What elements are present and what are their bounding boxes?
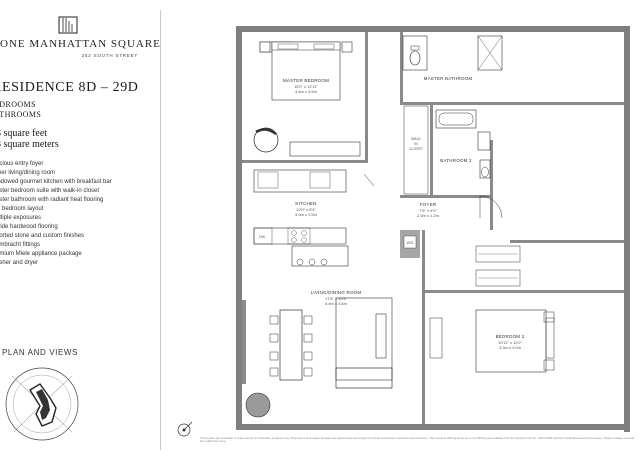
- bedroom-2-dim-ft: 10'11" x 10'0": [498, 340, 522, 345]
- area-square-meters: 3 square meters: [0, 139, 59, 150]
- feature-item: ultiple exposures: [0, 215, 42, 221]
- brand-address: 252 SOUTH STREET: [81, 53, 138, 58]
- exterior-walls: [236, 26, 630, 432]
- foyer: FOYER 7'5" x 4'0" 2.3m x 1.2m W/D: [363, 173, 503, 258]
- dishwasher-label: DW: [259, 235, 266, 239]
- kitchen: DW KITCHEN 10'0" x 8'4" 3.0m x 2.5m: [253, 169, 349, 267]
- interior-walls: [242, 32, 624, 424]
- washer-dryer-label: W/D: [407, 241, 414, 245]
- feature-item: acious entry foyer: [0, 161, 44, 167]
- walk-in-closet: WALK IN CLOSET: [403, 105, 429, 195]
- foyer-dim-ft: 7'5" x 4'0": [419, 208, 437, 213]
- bedroom-2: BEDROOM 2 10'11" x 10'0" 3.3m x 3.0m: [429, 309, 555, 373]
- living-dining-room: LIVING/DINING ROOM 17'8" x 15'3" 5.4m x …: [245, 290, 393, 418]
- info-panel: ONE MANHATTAN SQUARE 252 SOUTH STREET RE…: [0, 0, 160, 460]
- views-compass-diagram: ····· ····· ····· ·····: [5, 367, 79, 441]
- disclaimer-text: These plans are not drawn to scale and a…: [200, 436, 634, 444]
- residence-title: RESIDENCE 8D – 29D: [0, 80, 139, 95]
- feature-item: ported stone and custom finishes: [0, 233, 85, 239]
- building-logo-icon: [58, 16, 78, 34]
- kitchen-dim-ft: 10'0" x 8'4": [296, 207, 316, 212]
- foyer-dim-m: 2.3m x 1.2m: [417, 213, 440, 218]
- bedroom-2-name: BEDROOM 2: [496, 334, 525, 339]
- master-bathroom: MASTER BATHROOM: [402, 35, 503, 81]
- closet-line-2: IN: [414, 142, 418, 146]
- plan-and-views-heading: PLAN AND VIEWS: [2, 348, 78, 357]
- svg-text:·····: ·····: [7, 426, 13, 432]
- north-arrow-icon: [177, 421, 193, 437]
- feature-item: asher and dryer: [0, 260, 39, 266]
- area-square-feet: 3 square feet: [0, 128, 48, 139]
- bedroom-count: EDROOMS: [0, 100, 36, 109]
- room-count: EDROOMS ATHROOMS: [0, 100, 41, 120]
- master-bedroom: MASTER BEDROOM 15'0" x 12'11" 4.6m x 3.9…: [253, 41, 361, 157]
- bathroom-2: BATHROOM 2: [435, 109, 491, 179]
- feature-item: ombracht fittings: [0, 242, 41, 248]
- master-bathroom-name: MASTER BATHROOM: [424, 76, 473, 81]
- panel-divider: [160, 10, 161, 450]
- foyer-name: FOYER: [420, 202, 437, 207]
- master-bedroom-dim-ft: 15'0" x 12'11": [294, 84, 318, 89]
- brand-name: ONE MANHATTAN SQUARE: [0, 38, 160, 50]
- feature-item: lit bedroom layout: [0, 206, 44, 212]
- feature-item: rner living/dining room: [0, 170, 56, 176]
- feature-item: aster bathroom with radiant heat floorin…: [0, 197, 104, 203]
- feature-item: indowed gourmet kitchen with breakfast b…: [0, 179, 112, 185]
- closets: [475, 245, 521, 287]
- kitchen-name: KITCHEN: [295, 201, 316, 206]
- svg-text:·····: ·····: [57, 370, 63, 376]
- feature-item: emium Miele appliance package: [0, 251, 82, 257]
- closet-line-1: WALK: [411, 137, 421, 141]
- kitchen-dim-m: 3.0m x 2.5m: [295, 212, 318, 217]
- living-room-dim-ft: 17'8" x 15'3": [325, 296, 348, 301]
- svg-text:·····: ·····: [58, 434, 64, 440]
- area-block: 3 square feet 3 square meters: [0, 128, 59, 150]
- closet-line-3: CLOSET: [409, 147, 424, 151]
- svg-text:·····: ·····: [12, 378, 18, 384]
- feature-list: acious entry foyer rner living/dining ro…: [0, 160, 112, 268]
- master-bedroom-dim-m: 4.6m x 3.9m: [295, 89, 318, 94]
- feature-item: wide hardwood flooring: [0, 224, 58, 230]
- floor-plan: MASTER BEDROOM 15'0" x 12'11" 4.6m x 3.9…: [177, 26, 630, 437]
- master-bedroom-name: MASTER BEDROOM: [283, 78, 329, 83]
- bedroom-2-dim-m: 3.3m x 3.0m: [499, 345, 522, 350]
- bathroom-2-name: BATHROOM 2: [440, 158, 472, 163]
- living-room-dim-m: 5.4m x 4.6m: [325, 301, 348, 306]
- feature-item: aster bedroom suite with walk-in closet: [0, 188, 100, 194]
- bathroom-count: ATHROOMS: [0, 110, 42, 119]
- living-room-name: LIVING/DINING ROOM: [311, 290, 362, 295]
